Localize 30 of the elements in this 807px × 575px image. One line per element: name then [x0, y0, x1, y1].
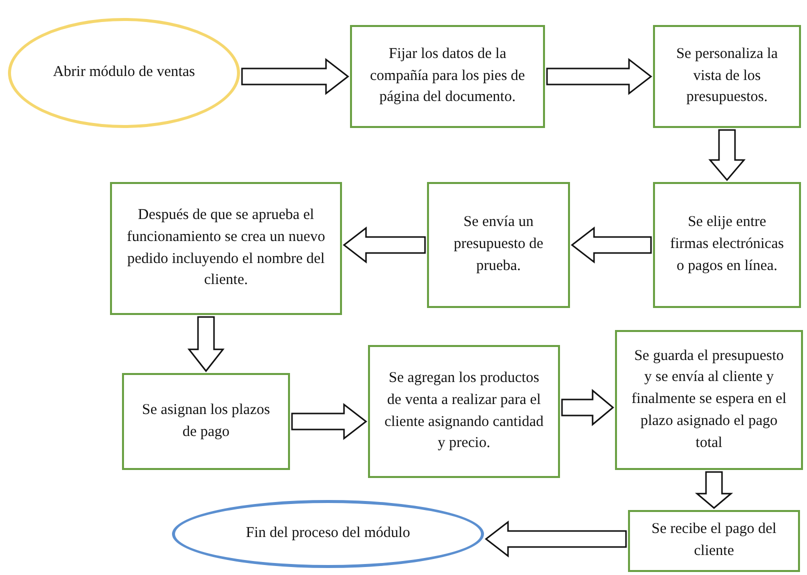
- step-text: Fijar los datos de la compañía para los pies de página del documento.: [369, 44, 526, 108]
- process-box: [368, 345, 560, 478]
- step-text: Se elije entre firmas electrónicas o pagos en línea.: [669, 213, 785, 276]
- process-box: [628, 510, 800, 572]
- block-arrow: [570, 226, 652, 264]
- block-arrow: [187, 316, 225, 372]
- block-arrow: [561, 388, 614, 426]
- step-text: Se asignan los plazos de pago: [141, 400, 271, 442]
- step-text: Se agregan los productos de venta a realizar para el cliente asignando cantidad y precio.: [383, 369, 545, 454]
- process-box: [427, 182, 570, 308]
- process-box: [122, 373, 290, 470]
- process-box: [350, 25, 545, 128]
- block-arrow: [694, 471, 734, 509]
- step-text: Se recibe el pago del cliente: [650, 520, 778, 561]
- step-text: Después de que se aprueba el funcionamiento se crea un nuevo pedido incluyendo el nombre del cliente.: [126, 206, 326, 290]
- step-text: Se personaliza la vista de los presupuestos.: [675, 44, 779, 108]
- process-box: [110, 182, 342, 315]
- process-box: [615, 330, 803, 470]
- block-arrow: [708, 129, 746, 182]
- step-text: Se envía un presupuesto de prueba.: [452, 213, 544, 276]
- process-box: [653, 25, 801, 128]
- step-text: Fin del proceso del módulo: [246, 524, 410, 544]
- step-text: Abrir módulo de ventas: [52, 63, 196, 82]
- block-arrow: [291, 402, 368, 440]
- block-arrow: [484, 520, 627, 558]
- step-text: Se guarda el presupuesto y se envía al cliente y finalmente se espera en el plazo asignado el pago total: [630, 346, 788, 453]
- block-arrow: [241, 58, 350, 96]
- block-arrow: [546, 58, 652, 96]
- block-arrow: [342, 226, 426, 264]
- process-box: [653, 182, 801, 308]
